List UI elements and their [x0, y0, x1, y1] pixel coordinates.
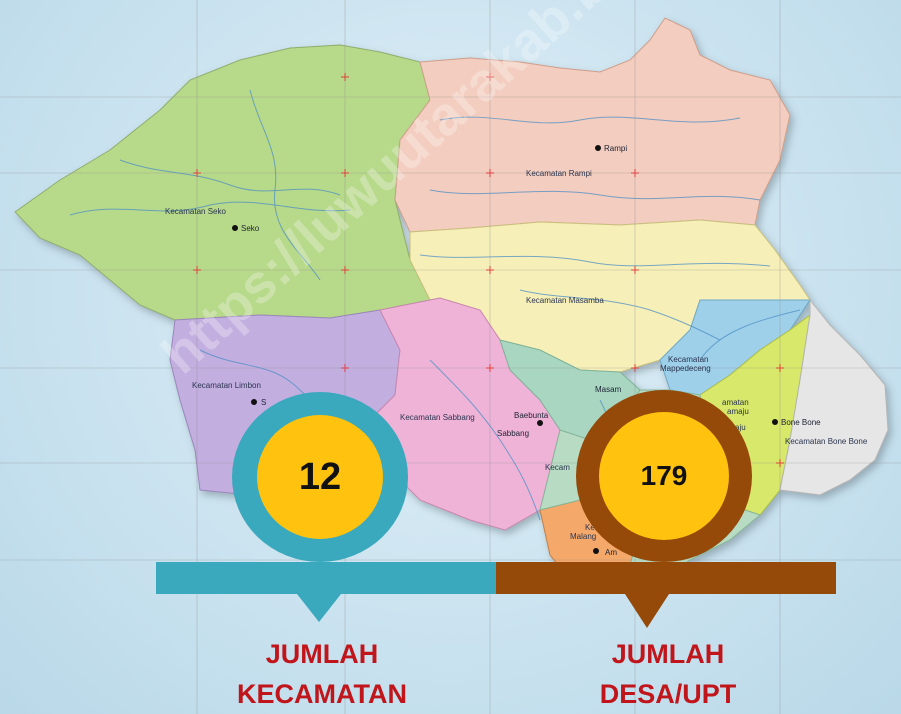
- label-malang-1: Ke: [585, 523, 595, 532]
- desa-count-ring: 179: [576, 390, 752, 562]
- label-sabbang-region: Kecamatan Sabbang: [400, 413, 475, 422]
- kecamatan-caption-line2: KECAMATAN: [237, 679, 407, 709]
- desa-count: 179: [640, 460, 688, 491]
- label-baebunta: Baebunta: [514, 411, 549, 420]
- label-masamba-region: Kecamatan Masamba: [526, 296, 604, 305]
- desa-caption-line2: DESA/UPT: [599, 679, 737, 709]
- region-bonebone: [779, 298, 889, 496]
- label-mappedeceng-2: Mappedeceng: [660, 364, 711, 373]
- label-sabbang-town: Sabbang: [497, 429, 529, 438]
- label-seko-region: Kecamatan Seko: [165, 207, 226, 216]
- label-mappedeceng-1: Kecamatan: [668, 355, 708, 364]
- kecamatan-pointer: [297, 594, 341, 622]
- desa-count-circle: 179: [599, 412, 729, 540]
- kecamatan-count: 12: [298, 455, 342, 498]
- label-seko-town: Seko: [241, 224, 260, 233]
- label-masamba-town: Masam: [595, 385, 622, 394]
- label-bonebone-town: Bone Bone: [781, 418, 821, 427]
- label-amp-town: Am: [605, 548, 617, 557]
- label-sukamaju-2: amaju: [727, 407, 749, 416]
- kecamatan-count-circle: 12: [257, 415, 383, 539]
- label-sukamaju-1: amatan: [722, 398, 749, 407]
- label-kecam-partial: Kecam: [545, 463, 570, 472]
- label-bonebone-region: Kecamatan Bone Bone: [785, 437, 868, 446]
- label-limbong-town: S: [261, 398, 266, 407]
- kecamatan-caption: JUMLAH KECAMATAN: [216, 634, 428, 714]
- desa-pointer: [625, 594, 669, 628]
- kecamatan-bar: [156, 562, 496, 594]
- label-rampi-town: Rampi: [604, 144, 627, 153]
- kecamatan-count-ring: 12: [232, 392, 408, 562]
- label-malang-2: Malang: [570, 532, 596, 541]
- label-rampi-region: Kecamatan Rampi: [526, 169, 592, 178]
- label-limbong-region: Kecamatan Limbon: [192, 381, 261, 390]
- desa-bar: [496, 562, 836, 594]
- town-dots: [232, 145, 778, 554]
- desa-caption: JUMLAH DESA/UPT: [562, 634, 774, 714]
- desa-caption-line1: JUMLAH: [611, 639, 725, 669]
- label-sukamaju-3: aju: [735, 423, 746, 432]
- kecamatan-caption-line1: JUMLAH: [265, 639, 379, 669]
